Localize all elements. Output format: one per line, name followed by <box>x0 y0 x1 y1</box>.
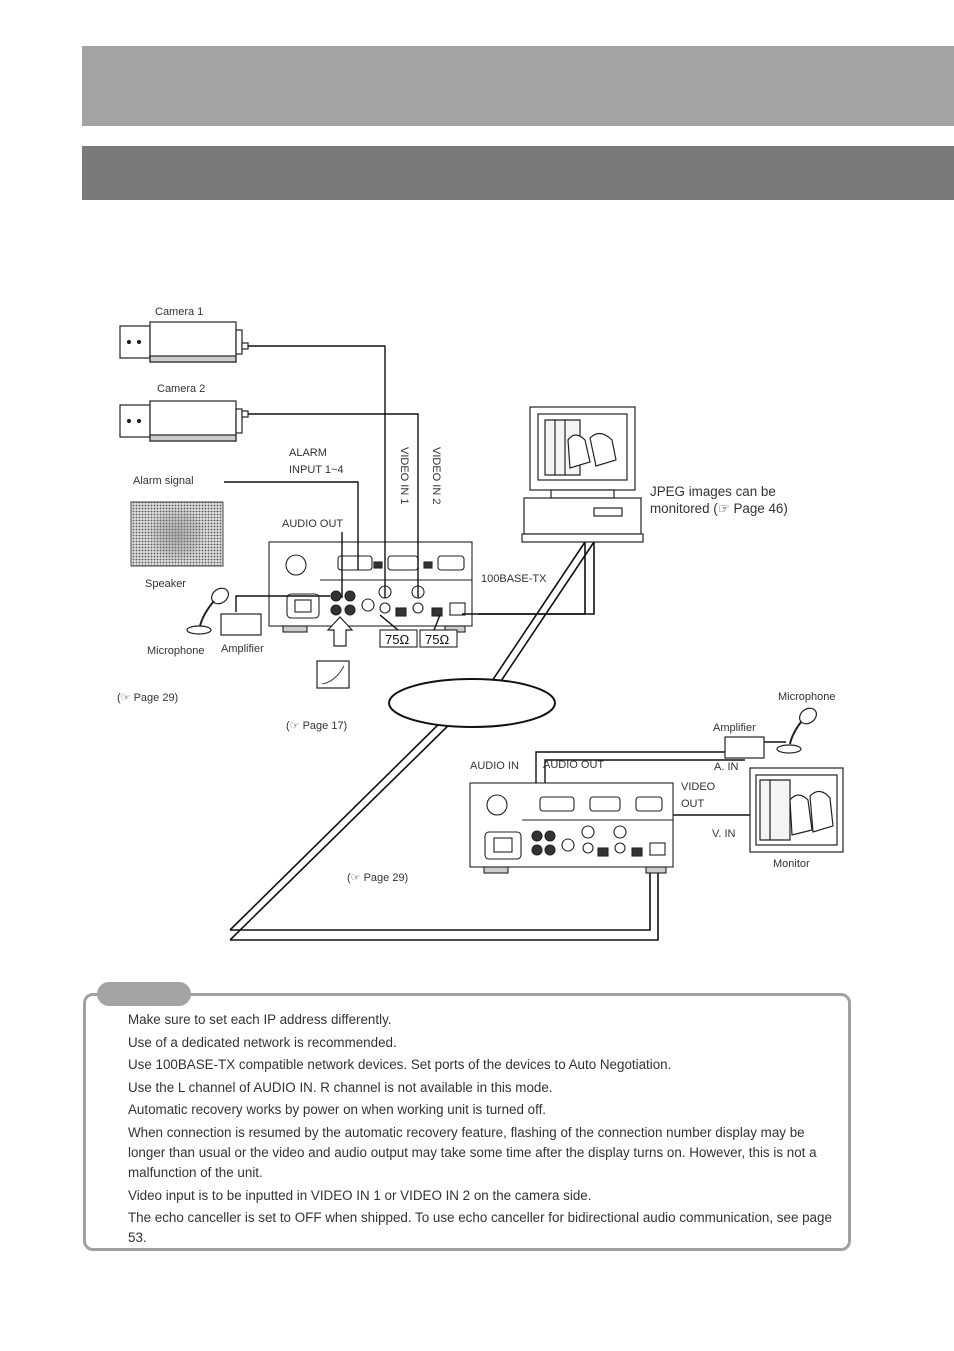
notes-tab <box>97 982 191 1006</box>
label-page17: (☞ Page 17) <box>286 720 347 732</box>
amplifier-left-icon <box>220 613 262 636</box>
note-item: Video input is to be inputted in VIDEO I… <box>128 1187 592 1203</box>
header-band-section <box>82 146 954 200</box>
notes-list: Make sure to set each IP address differe… <box>128 1010 833 1251</box>
label-video-in-2: VIDEO IN 2 <box>430 447 442 504</box>
monitor-icon <box>749 767 844 853</box>
label-a-in: A. IN <box>714 761 739 773</box>
label-ohm-2: 75Ω <box>425 632 449 647</box>
ohm-switch-2 <box>419 629 458 648</box>
notes-box <box>83 993 851 1251</box>
amplifier-right-icon <box>724 736 765 759</box>
note-item: Use of a dedicated network is recommende… <box>128 1034 397 1050</box>
label-video-out-line1: VIDEO <box>681 781 716 793</box>
header-band-top <box>82 46 954 126</box>
label-speaker: Speaker <box>145 578 186 590</box>
label-video-out-line2: OUT <box>681 798 705 810</box>
label-ohm-1: 75Ω <box>385 632 409 647</box>
label-audio-out-bottom: AUDIO OUT <box>543 759 604 771</box>
label-monitor: Monitor <box>773 858 810 870</box>
note-item: Use 100BASE-TX compatible network device… <box>128 1057 672 1073</box>
label-100base-tx: 100BASE-TX <box>481 573 547 585</box>
network-ellipse <box>388 678 556 728</box>
label-jpeg-line1: JPEG images can be <box>650 484 776 499</box>
label-audio-in-bottom: AUDIO IN <box>470 760 519 772</box>
pc-icon <box>521 406 644 543</box>
card-icon <box>316 660 350 689</box>
label-video-in-1: VIDEO IN 1 <box>398 447 410 504</box>
note-item: Automatic recovery works by power on whe… <box>128 1102 547 1118</box>
label-alarm-signal: Alarm signal <box>133 475 194 487</box>
note-item: The echo canceller is set to OFF when sh… <box>128 1210 832 1246</box>
label-amplifier-left: Amplifier <box>221 643 264 655</box>
camera-2-icon <box>119 400 249 442</box>
network-cable <box>229 541 659 941</box>
label-jpeg-line2: monitored (☞ Page 46) <box>650 501 788 516</box>
note-item: Make sure to set each IP address differe… <box>128 1012 392 1027</box>
microphone-left-icon <box>186 587 229 635</box>
note-item: When connection is resumed by the automa… <box>128 1124 817 1180</box>
label-microphone-right: Microphone <box>778 691 835 703</box>
label-camera-2: Camera 2 <box>157 383 205 395</box>
label-v-in: V. IN <box>712 828 735 840</box>
network-unit-camera-side <box>268 541 473 633</box>
label-alarm: ALARM <box>289 447 327 459</box>
microphone-right-icon <box>776 707 817 754</box>
label-alarm-input: INPUT 1~4 <box>289 464 344 476</box>
label-amplifier-right: Amplifier <box>713 722 756 734</box>
label-audio-out-top: AUDIO OUT <box>282 518 343 530</box>
ohm-switch-1 <box>379 629 418 648</box>
speaker-icon <box>130 501 224 567</box>
arrow-up-icon <box>326 616 354 647</box>
note-item: Use the L channel of AUDIO IN. R channel… <box>128 1079 553 1095</box>
network-unit-monitor-side <box>469 782 674 874</box>
label-camera-1: Camera 1 <box>155 306 203 318</box>
label-page29-left: (☞ Page 29) <box>117 692 178 704</box>
label-microphone-left: Microphone <box>147 645 204 657</box>
label-page29-bottom: (☞ Page 29) <box>347 872 408 884</box>
camera-1-icon <box>119 321 249 363</box>
